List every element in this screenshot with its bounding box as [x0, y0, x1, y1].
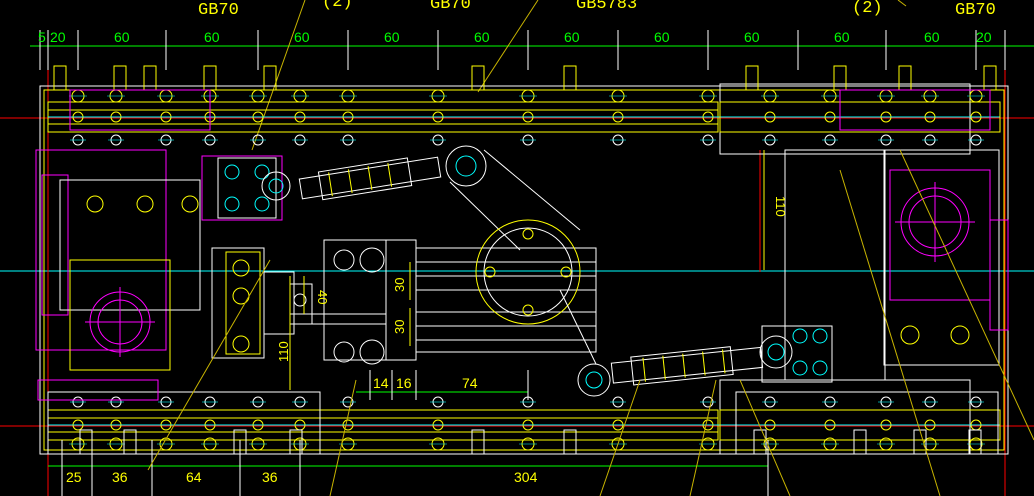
- clamp-tab: [53, 65, 67, 91]
- annotation-gb70-1: GB70: [198, 1, 239, 20]
- dim-bottom-25: 25: [66, 469, 82, 485]
- dim-14: 14: [373, 375, 389, 391]
- bottom-rail: [47, 391, 1001, 455]
- dim-110-right: 110: [773, 196, 788, 217]
- dim-top-60-2: 60: [204, 29, 220, 45]
- dim-40: 40: [315, 290, 330, 304]
- dim-top-60-8: 60: [744, 29, 760, 45]
- leader-lines: [147, 149, 1034, 496]
- right-housing: [839, 89, 1009, 366]
- clamp-tab: [745, 65, 759, 91]
- annotation-gb70-2: GB70: [430, 0, 471, 14]
- dim-top-60-6: 60: [564, 29, 580, 45]
- dim-top-60-7: 60: [654, 29, 670, 45]
- dim-top-20: 20: [50, 29, 66, 45]
- dim-top-60-3: 60: [294, 29, 310, 45]
- left-housing: [35, 89, 211, 401]
- left-clamp-block: [201, 155, 313, 359]
- dim-top-60-4: 60: [384, 29, 400, 45]
- dim-30-b: 30: [392, 320, 407, 334]
- dim-bottom-304: 304: [514, 469, 538, 485]
- clamp-tab: [471, 429, 485, 455]
- top-dimension-chain: 5 20 60 60 60 60 60 60 60 60 60 60 60 20: [30, 29, 1034, 70]
- clamp-tab: [853, 429, 867, 455]
- dim-74: 74: [462, 375, 478, 391]
- annotation-gb70-3: GB70: [955, 1, 996, 20]
- dim-110-left: 110: [276, 341, 291, 362]
- bottom-dimension-chain: 25 36 64 36 304: [48, 440, 769, 496]
- clamp-tab: [968, 429, 982, 455]
- clamp-tab: [563, 65, 577, 91]
- annotation-2-2: (2): [852, 0, 883, 18]
- dim-top-5: 5: [38, 29, 46, 45]
- clamp-tab: [123, 429, 137, 455]
- dim-bottom-36-1: 36: [112, 469, 128, 485]
- top-annotations: GB70 (2) GB70 GB5783 (2) GB70: [198, 0, 996, 151]
- inner-dimensions: 110 110 40 30 30 14 16 74: [276, 150, 788, 400]
- dim-top-60-5: 60: [474, 29, 490, 45]
- upper-link-rod: [261, 145, 581, 251]
- dim-bottom-64: 64: [186, 469, 202, 485]
- clamp-tab: [289, 429, 303, 455]
- dim-16: 16: [396, 375, 412, 391]
- clamp-tab: [753, 429, 767, 455]
- clamp-tab: [471, 65, 485, 91]
- annotation-2-1: (2): [322, 0, 353, 12]
- clamp-tab: [263, 65, 277, 91]
- dim-top-60-1: 60: [114, 29, 130, 45]
- dim-top-20-right: 20: [976, 29, 992, 45]
- dim-bottom-36-2: 36: [262, 469, 278, 485]
- clamp-tab: [563, 429, 577, 455]
- dim-30-a: 30: [392, 278, 407, 292]
- annotation-gb5783: GB5783: [576, 0, 637, 14]
- centerlines: [0, 30, 1034, 496]
- cylinder-assembly: [289, 219, 597, 365]
- dim-top-60-10: 60: [924, 29, 940, 45]
- dim-top-60-9: 60: [834, 29, 850, 45]
- lower-link-rod: [559, 289, 833, 397]
